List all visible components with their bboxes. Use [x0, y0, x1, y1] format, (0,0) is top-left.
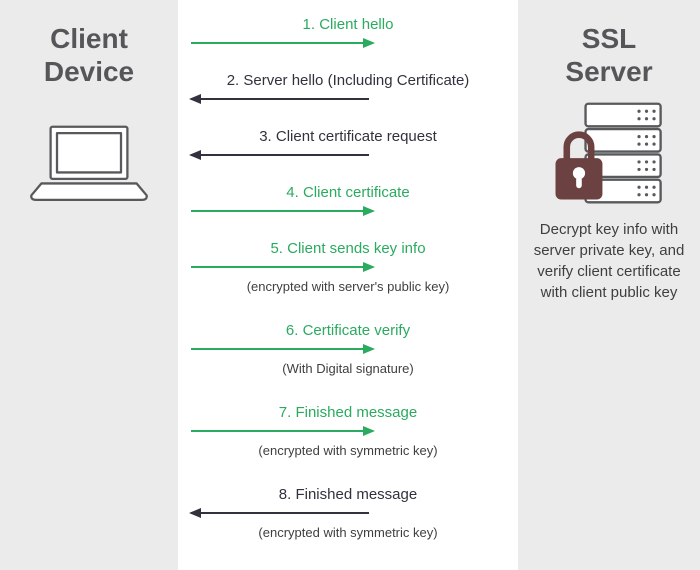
step-row: 2. Server hello (Including Certificate) [188, 72, 508, 104]
step-row: 5. Client sends key info (encrypted with … [188, 240, 508, 294]
arrow-right-icon [191, 38, 375, 48]
arrow-right-icon [191, 426, 375, 436]
arrow-left-icon [189, 94, 369, 104]
step-label: 8. Finished message [278, 486, 418, 503]
arrow-right-icon [191, 262, 375, 272]
step-subtext: (encrypted with server's public key) [246, 279, 450, 294]
step-label: 2. Server hello (Including Certificate) [226, 72, 470, 89]
step-label: 3. Client certificate request [259, 128, 437, 145]
padlock-icon [555, 131, 603, 200]
step-label: 1. Client hello [302, 16, 394, 33]
step-row: 1. Client hello [188, 16, 508, 48]
step-label: 7. Finished message [278, 404, 418, 421]
step-row: 4. Client certificate [188, 184, 508, 216]
server-panel: SSL Server Decrypt key [518, 0, 700, 570]
arrow-right-icon [191, 206, 375, 216]
server-note: Decrypt key info with server private key… [533, 221, 685, 302]
steps: 1. Client hello 2. Server hello (Includin… [188, 16, 508, 540]
step-row: 6. Certificate verify (With Digital signa… [188, 322, 508, 376]
server-lock-icon [555, 102, 662, 204]
client-panel: Client Device [0, 0, 178, 570]
step-label: 4. Client certificate [286, 184, 410, 201]
step-subtext: (With Digital signature) [282, 361, 414, 376]
step-subtext: (encrypted with symmetric key) [258, 525, 438, 540]
step-row: 8. Finished message (encrypted with symme… [188, 486, 508, 540]
step-row: 7. Finished message (encrypted with symme… [188, 404, 508, 458]
arrow-left-icon [189, 150, 369, 160]
step-subtext: (encrypted with symmetric key) [258, 443, 438, 458]
step-label: 5. Client sends key info [270, 240, 426, 257]
arrow-left-icon [189, 508, 369, 518]
server-vent-dots [637, 109, 656, 197]
laptop-icon [30, 125, 148, 202]
handshake-steps-panel: 1. Client hello 2. Server hello (Includin… [178, 0, 518, 570]
server-title: SSL Server [565, 23, 653, 88]
step-label: 6. Certificate verify [285, 322, 411, 339]
arrow-right-icon [191, 344, 375, 354]
client-title: Client Device [43, 23, 135, 88]
step-row: 3. Client certificate request [188, 128, 508, 160]
